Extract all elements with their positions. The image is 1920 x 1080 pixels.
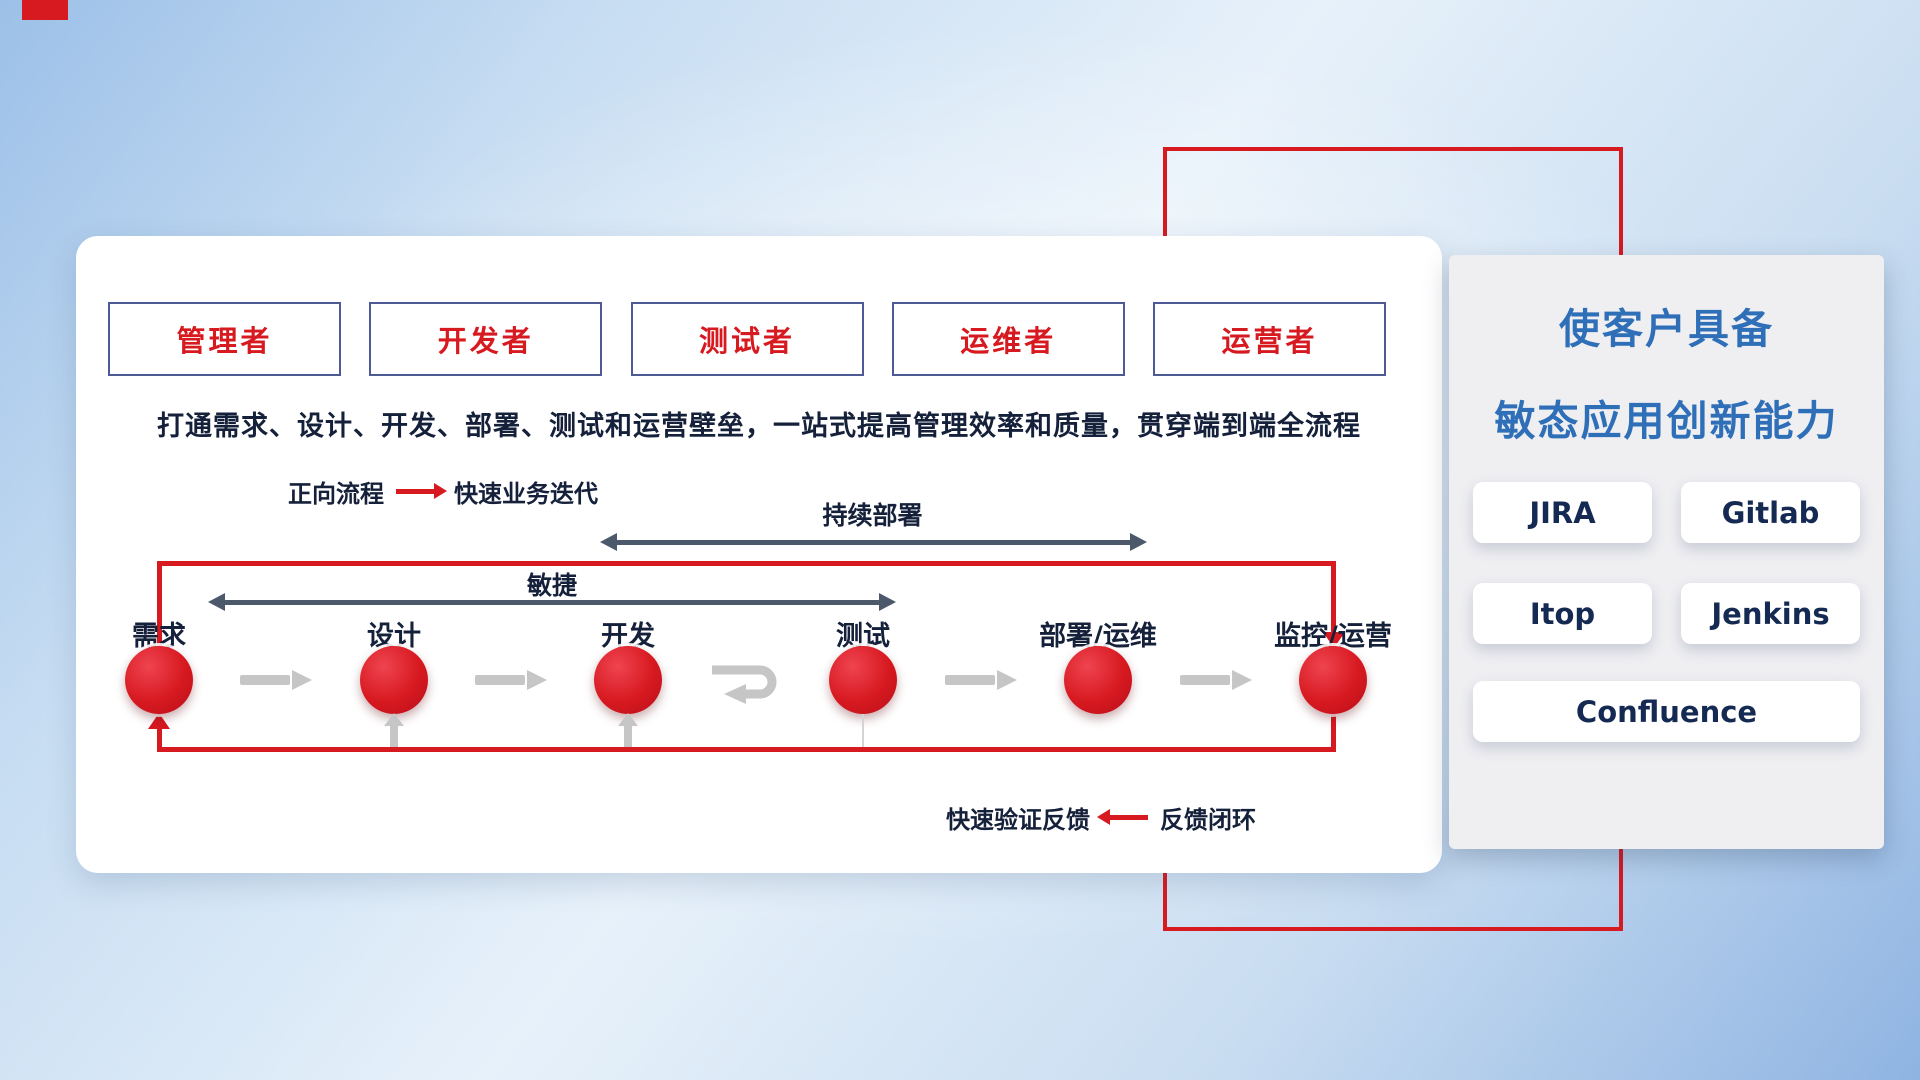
tool-badge-jenkins: Jenkins <box>1681 583 1860 644</box>
feedback-legend-desc: 快速验证反馈 <box>946 806 1090 834</box>
roles-row: 管理者 开发者 测试者 运维者 运营者 <box>108 302 1386 376</box>
up-arrow-icon <box>618 713 638 747</box>
feedback-loop-up-arrowhead-icon <box>148 713 170 729</box>
continuous-deployment-label: 持续部署 <box>822 501 923 530</box>
legend-forward: 正向流程 快速业务迭代 <box>288 474 598 509</box>
role-box-operator: 运营者 <box>1153 302 1386 376</box>
feedback-loop-bottom-line <box>157 747 1336 752</box>
panel-title-line1: 使客户具备 <box>1559 305 1774 353</box>
stage-node-testing <box>829 646 897 714</box>
feedback-loop-down-arrowhead-icon <box>1323 632 1345 648</box>
feedback-arrow-icon <box>1097 809 1148 825</box>
feedback-loop-bottom-right-segment <box>1331 714 1336 747</box>
flow-arrow-icon <box>1180 670 1252 690</box>
panel-title-line2: 敏态应用创新能力 <box>1494 397 1839 445</box>
stage-node-development <box>594 646 662 714</box>
tool-badge-gitlab: Gitlab <box>1681 482 1860 543</box>
devops-flow-panel: 管理者 开发者 测试者 运维者 运营者 打通需求、设计、开发、部署、测试和运营壁… <box>76 236 1442 873</box>
iteration-loop-arrow-icon <box>706 656 786 708</box>
stage-node-requirements <box>125 646 193 714</box>
tool-badge-confluence: Confluence <box>1473 681 1860 742</box>
legend-feedback: 快速验证反馈 反馈闭环 <box>946 800 1256 835</box>
flow-arrow-icon <box>475 670 547 690</box>
role-label: 运维者 <box>960 324 1057 358</box>
up-arrow-icon <box>384 713 404 747</box>
role-box-tester: 测试者 <box>630 302 864 376</box>
role-box-ops: 运维者 <box>891 302 1125 376</box>
feedback-loop-left-segment <box>157 561 162 646</box>
continuous-deployment-arrow <box>600 533 1147 551</box>
stage-node-design <box>360 646 428 714</box>
role-label: 开发者 <box>437 324 534 358</box>
role-label: 管理者 <box>176 324 273 358</box>
forward-arrow-icon <box>396 483 447 499</box>
feedback-loop-bottom-left-segment <box>157 728 162 747</box>
role-label: 测试者 <box>698 324 795 358</box>
feedback-legend-label: 反馈闭环 <box>1160 806 1256 834</box>
agile-label: 敏捷 <box>526 571 577 600</box>
forward-legend-label: 正向流程 <box>288 480 384 508</box>
stage-node-deploy-ops <box>1064 646 1132 714</box>
role-box-manager: 管理者 <box>108 302 341 376</box>
flow-arrow-icon <box>240 670 312 690</box>
role-box-developer: 开发者 <box>369 302 603 376</box>
test-connector-line <box>862 714 864 747</box>
corner-decoration <box>22 0 68 20</box>
feedback-loop-right-segment <box>1331 561 1336 634</box>
tool-badge-itop: Itop <box>1473 583 1652 644</box>
agile-arrow <box>208 593 896 611</box>
stage-node-monitor-operate <box>1299 646 1367 714</box>
flow-arrow-icon <box>945 670 1017 690</box>
capability-panel: 使客户具备 敏态应用创新能力 JIRA Gitlab Itop Jenkins … <box>1449 255 1884 849</box>
feedback-loop-top-line <box>157 561 1336 566</box>
tool-badge-jira: JIRA <box>1473 482 1652 543</box>
forward-legend-desc: 快速业务迭代 <box>454 480 598 508</box>
role-label: 运营者 <box>1221 324 1318 358</box>
flow-description: 打通需求、设计、开发、部署、测试和运营壁垒，一站式提高管理效率和质量，贯穿端到端… <box>157 411 1361 442</box>
